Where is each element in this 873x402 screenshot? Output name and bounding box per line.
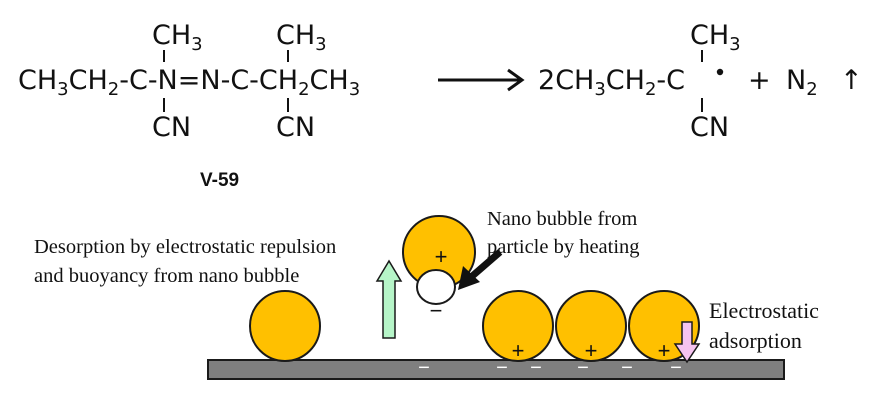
nano-bubble-label-line2: particle by heating bbox=[487, 236, 640, 258]
nano-bubble-label-line1: Nano bubble from bbox=[487, 208, 637, 230]
adsorption-schematic: − − − − − − + + + + − Nano bubble f bbox=[34, 208, 819, 380]
nano-bubble bbox=[416, 269, 456, 305]
desorption-label-line2: and buoyancy from nano bubble bbox=[34, 265, 299, 287]
reactant-ch3-right: CH3 bbox=[276, 20, 327, 55]
particle-positive-charge: + bbox=[585, 338, 598, 363]
particle-adsorbed bbox=[555, 290, 627, 362]
product-coefficient: 2 bbox=[538, 65, 555, 96]
reactant-chain: CH3CH2-C-N=N-C-CH2CH3 bbox=[18, 65, 360, 100]
reaction-equation: CH3 CH3 CH3CH2-C-N=N-C-CH2CH3 CN CN CH3 … bbox=[18, 20, 863, 191]
reaction-arrow bbox=[438, 68, 525, 92]
adsorption-label-line1: Electrostatic bbox=[709, 298, 819, 323]
substrate bbox=[207, 359, 785, 380]
reactant-cn-right: CN bbox=[276, 112, 315, 143]
desorption-label-line1: Desorption by electrostatic repulsion bbox=[34, 236, 336, 258]
surface-negative-charge: − bbox=[418, 357, 430, 379]
product-nitrogen: N2 bbox=[786, 65, 818, 100]
product-plus: + bbox=[748, 65, 771, 96]
surface-negative-charge: − bbox=[496, 357, 508, 379]
product-chain: 2CH3CH2-C bbox=[538, 65, 685, 100]
adsorption-arrow-icon bbox=[673, 321, 701, 364]
surface-negative-charge: − bbox=[530, 357, 542, 379]
particle-positive-charge: + bbox=[512, 338, 525, 363]
radical-dot bbox=[716, 68, 724, 76]
buoyancy-arrow-icon bbox=[375, 259, 403, 339]
bubble-pointer-arrow-icon bbox=[458, 249, 503, 290]
reactant-ch3-left: CH3 bbox=[152, 20, 203, 55]
adsorption-label-line2: adsorption bbox=[709, 328, 802, 353]
particle-positive-charge: + bbox=[435, 244, 448, 269]
particle-adsorbed bbox=[482, 290, 554, 362]
product-cn: CN bbox=[690, 112, 729, 143]
substrate-charges: − − − − − − bbox=[418, 357, 682, 379]
particle-neutral bbox=[249, 290, 321, 362]
surface-negative-charge: − bbox=[670, 357, 682, 379]
product-ch3: CH3 bbox=[690, 20, 741, 55]
reactant-cn-left: CN bbox=[152, 112, 191, 143]
gas-evolution-arrow: ↑ bbox=[840, 65, 863, 96]
surface-negative-charge: − bbox=[577, 357, 589, 379]
bubble-negative-charge: − bbox=[430, 298, 443, 323]
compound-label: V-59 bbox=[200, 170, 239, 191]
particle-positive-charge: + bbox=[658, 338, 671, 363]
surface-negative-charge: − bbox=[621, 357, 633, 379]
